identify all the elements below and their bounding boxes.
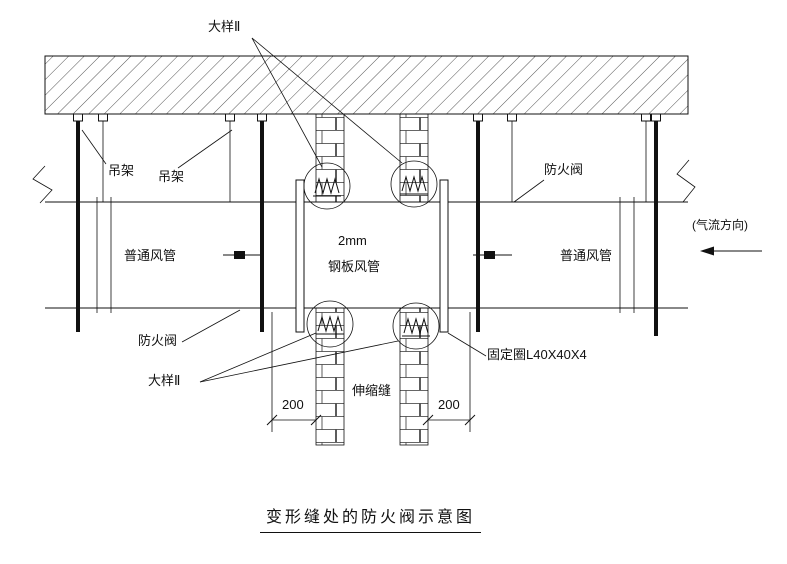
leader-lines (81, 37, 545, 383)
hanger-rods (73, 113, 661, 336)
airflow-arrow (700, 246, 762, 256)
drawing-title: 变形缝处的防火阀示意图 (260, 503, 482, 533)
steel-duct-flange-left (295, 179, 305, 333)
label-dim-right: 200 (438, 397, 460, 412)
anchor-plates (73, 113, 661, 122)
label-detail-top: 大样Ⅱ (208, 19, 241, 34)
label-hanger-2: 吊架 (158, 169, 185, 184)
label-fixing-ring: 固定圈L40X40X4 (487, 347, 587, 362)
label-fire-damper-right: 防火阀 (544, 162, 584, 177)
steel-duct-flange-right (439, 179, 449, 333)
label-hanger-1: 吊架 (108, 163, 135, 178)
air-duct (45, 179, 688, 333)
label-duct-right: 普通风管 (560, 248, 613, 263)
ceiling-slab (44, 55, 689, 115)
label-dim-left: 200 (282, 397, 304, 412)
label-airflow-direction: (气流方向) (692, 218, 748, 232)
break-marks (32, 159, 696, 204)
label-detail-bottom: 大样Ⅱ (148, 373, 181, 388)
damper-actuator-right (473, 251, 512, 259)
detail-circles (303, 160, 440, 350)
label-fire-damper-left: 防火阀 (138, 333, 178, 348)
label-expansion-joint: 伸缩缝 (352, 383, 392, 398)
damper-actuator-left (223, 251, 262, 259)
label-steel-duct-thickness: 2mm (338, 233, 367, 248)
dimension-lines (266, 312, 476, 432)
label-duct-left: 普通风管 (124, 248, 177, 263)
label-steel-duct: 钢板风管 (328, 259, 381, 274)
